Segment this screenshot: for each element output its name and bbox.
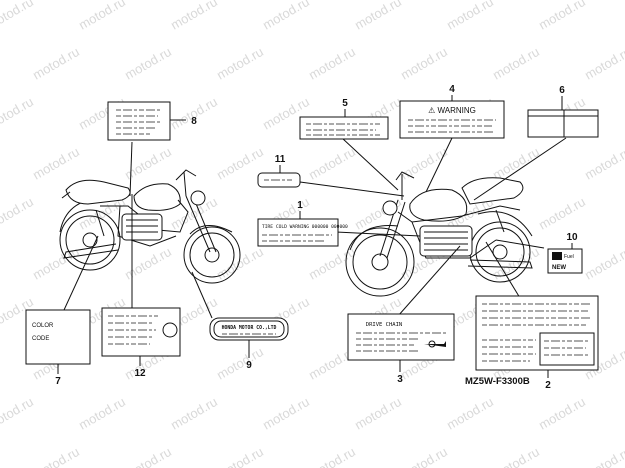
label-5: 5 xyxy=(299,98,389,140)
watermark-text: motod.ru xyxy=(76,0,128,33)
watermark-text: motod.ru xyxy=(398,144,450,183)
callout-5: 5 xyxy=(342,98,348,109)
watermark-text: motod.ru xyxy=(260,394,312,433)
watermark-text: motod.ru xyxy=(306,144,358,183)
callout-8-left: 8 xyxy=(191,116,197,127)
watermark-text: motod.ru xyxy=(168,0,220,33)
callout-12: 12 xyxy=(134,368,146,379)
emission-line-1: Fuel xyxy=(564,254,574,260)
callout-10: 10 xyxy=(566,232,578,243)
watermark-text: motod.ru xyxy=(30,444,82,468)
leader-3 xyxy=(397,245,461,317)
label-8-left: 8 xyxy=(107,101,197,141)
watermark-text: motod.ru xyxy=(398,444,450,468)
watermark-text: motod.ru xyxy=(30,244,82,283)
label-3-drive-chain: DRIVE CHAIN 3 xyxy=(347,313,455,385)
label-10-emission: 10 Fuel NEW xyxy=(547,232,583,274)
callout-4: 4 xyxy=(449,84,455,95)
watermark-text: motod.ru xyxy=(490,44,542,83)
color-code-line-1: COLOR xyxy=(32,323,54,329)
watermark-text: motod.ru xyxy=(30,44,82,83)
leader-4 xyxy=(425,137,453,193)
watermark-text: motod.ru xyxy=(536,194,588,233)
callout-6: 6 xyxy=(559,85,565,96)
watermark-text: motod.ru xyxy=(122,244,174,283)
watermark-text: motod.ru xyxy=(352,0,404,33)
watermark-text: motod.ru xyxy=(122,144,174,183)
watermark-text: motod.ru xyxy=(76,394,128,433)
watermark-text: motod.ru xyxy=(582,444,625,468)
watermark-text: motod.ru xyxy=(30,144,82,183)
watermark-text: motod.ru xyxy=(214,444,266,468)
color-code-line-2: CODE xyxy=(32,336,49,342)
label-7-color-code: COLOR CODE 7 xyxy=(25,309,91,387)
watermark-text: motod.ru xyxy=(0,394,36,433)
watermark-text: motod.ru xyxy=(306,44,358,83)
leader-2 xyxy=(485,241,521,299)
watermark-text: motod.ru xyxy=(536,0,588,33)
watermark-text: motod.ru xyxy=(0,94,36,133)
watermark-text: motod.ru xyxy=(490,444,542,468)
label-11: 11 xyxy=(257,154,301,188)
drive-chain-title: DRIVE CHAIN xyxy=(366,322,402,328)
callout-1: 1 xyxy=(297,200,303,211)
warning-title: ⚠ WARNING xyxy=(428,106,476,115)
watermark-text: motod.ru xyxy=(168,394,220,433)
callout-11: 11 xyxy=(275,154,286,165)
leader-7 xyxy=(63,235,99,311)
watermark-text: motod.ru xyxy=(352,394,404,433)
leader-10 xyxy=(495,239,545,249)
watermark-text: motod.ru xyxy=(214,44,266,83)
label-4-warning: 4 ⚠ WARNING xyxy=(399,84,505,139)
label-9-honda: HONDA MOTOR CO.,LTD 9 xyxy=(209,317,289,371)
watermark-text: motod.ru xyxy=(490,144,542,183)
watermark-text: motod.ru xyxy=(398,44,450,83)
watermark-text: motod.ru xyxy=(582,244,625,283)
watermark-text: motod.ru xyxy=(444,0,496,33)
watermark-text: motod.ru xyxy=(490,244,542,283)
leader-6 xyxy=(473,137,567,201)
leader-9 xyxy=(191,271,213,319)
watermark-text: motod.ru xyxy=(122,444,174,468)
watermark-text: motod.ru xyxy=(260,0,312,33)
watermark-text: motod.ru xyxy=(582,144,625,183)
label-1-tire-info: 1 TIRE COLD WARNING 000000 000000 xyxy=(257,200,348,247)
emission-line-2: NEW xyxy=(552,265,566,271)
callout-7: 7 xyxy=(55,376,61,387)
leader-11 xyxy=(299,181,405,197)
label-6: 6 xyxy=(527,85,599,138)
honda-text: HONDA MOTOR CO.,LTD xyxy=(222,325,277,331)
label-2: 2 xyxy=(475,295,599,391)
leader-lines xyxy=(63,137,567,319)
leader-8-left xyxy=(129,141,133,197)
watermark-text: motod.ru xyxy=(582,44,625,83)
label-12: 12 xyxy=(101,307,181,379)
leader-5 xyxy=(341,137,399,191)
watermark-text: motod.ru xyxy=(0,194,36,233)
tire-info-text: TIRE COLD WARNING 000000 000000 xyxy=(262,224,348,230)
watermark-text: motod.ru xyxy=(0,0,36,33)
diagram-code: MZ5W-F3300B xyxy=(465,376,530,387)
callout-9: 9 xyxy=(246,360,252,371)
watermark-text: motod.ru xyxy=(536,394,588,433)
watermark-text: motod.ru xyxy=(214,344,266,383)
watermark-text: motod.ru xyxy=(122,44,174,83)
watermark-text: motod.ru xyxy=(306,444,358,468)
callout-3: 3 xyxy=(397,374,403,385)
callout-2: 2 xyxy=(545,380,551,391)
watermark-text: motod.ru xyxy=(444,394,496,433)
leader-1 xyxy=(335,231,421,237)
